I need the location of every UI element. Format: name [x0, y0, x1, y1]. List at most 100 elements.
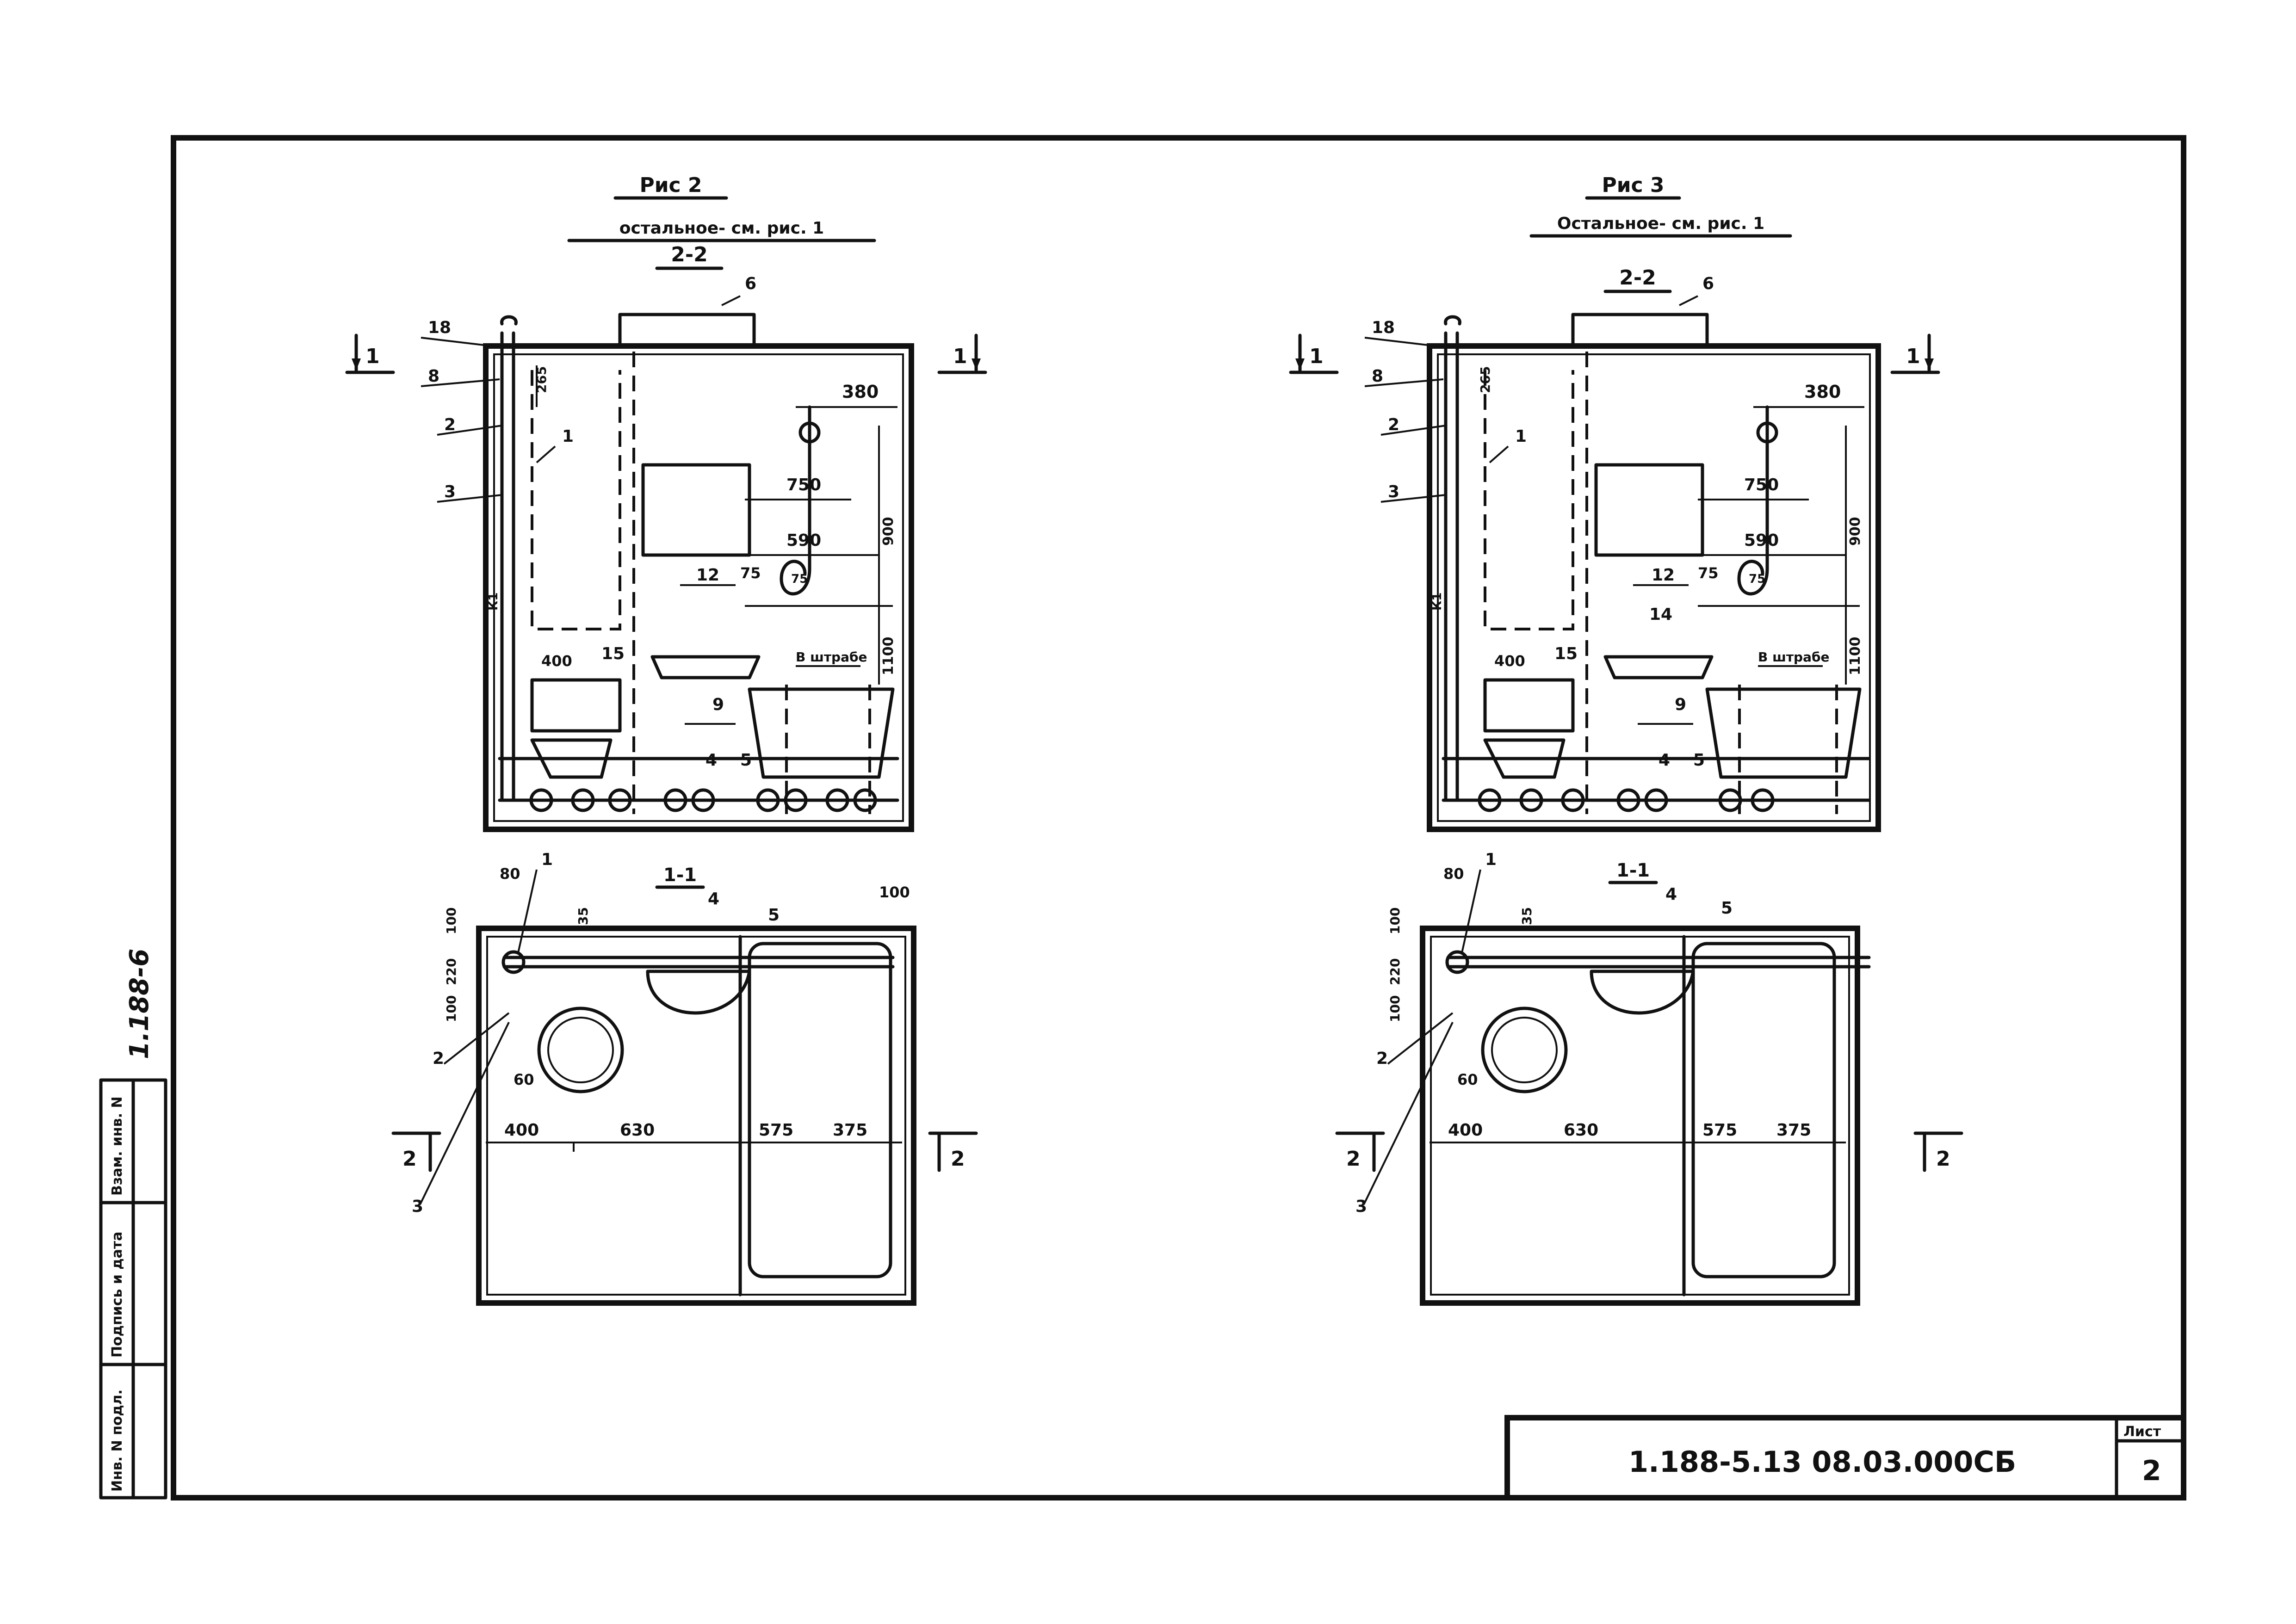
svg-text:100: 100 — [879, 883, 910, 901]
svg-text:100: 100 — [444, 908, 459, 934]
svg-text:2: 2 — [1346, 1147, 1361, 1171]
fig2-washbasin — [650, 655, 761, 679]
svg-text:2: 2 — [1376, 1049, 1388, 1068]
fig3-section-top: 2-2 — [1619, 266, 1656, 290]
fig3-dim-265: 265 — [1478, 366, 1493, 393]
svg-text:1: 1 — [1485, 850, 1497, 869]
fig2-dim-400: 400 — [541, 652, 572, 670]
svg-text:1: 1 — [562, 427, 574, 446]
fig3-washbasin — [1603, 655, 1714, 679]
svg-text:35: 35 — [1519, 907, 1535, 925]
svg-text:2: 2 — [951, 1147, 965, 1171]
fig2-toilet-tank — [530, 678, 622, 733]
svg-text:60: 60 — [514, 1071, 534, 1088]
svg-text:630: 630 — [620, 1121, 655, 1140]
svg-text:100: 100 — [444, 995, 459, 1022]
svg-text:80: 80 — [500, 865, 520, 883]
svg-text:630: 630 — [1564, 1121, 1598, 1140]
svg-text:18: 18 — [1372, 318, 1395, 337]
fig2-shtrace: В штрабе — [796, 649, 867, 665]
svg-text:4: 4 — [708, 889, 719, 908]
svg-text:4: 4 — [1659, 751, 1670, 770]
doc-code: 1.188-5.13 08.03.000СБ — [1628, 1445, 2016, 1479]
svg-text:6: 6 — [1702, 274, 1714, 293]
svg-text:1: 1 — [541, 850, 553, 869]
fig3-vent-box — [1571, 313, 1709, 348]
svg-text:15: 15 — [1554, 644, 1578, 663]
svg-text:220: 220 — [1387, 958, 1403, 985]
svg-text:5: 5 — [1721, 899, 1733, 918]
svg-text:1: 1 — [1515, 427, 1527, 446]
fig2-title: Рис 2 — [639, 173, 702, 197]
sheet-label: Лист — [2123, 1424, 2161, 1440]
fig3-section-plan: 1-1 — [1616, 860, 1650, 881]
svg-text:9: 9 — [1675, 695, 1686, 714]
svg-text:2: 2 — [402, 1147, 417, 1171]
fig3-elev-wall — [1427, 343, 1881, 832]
svg-text:2: 2 — [1388, 415, 1399, 434]
svg-text:12: 12 — [696, 566, 719, 585]
fig2-section-top: 2-2 — [671, 243, 708, 266]
sheet-frame — [171, 135, 2186, 1501]
svg-text:3: 3 — [444, 482, 456, 501]
svg-text:400: 400 — [1448, 1121, 1483, 1140]
fig2-vent-box — [618, 313, 756, 348]
fig2-k1: К1 — [487, 593, 501, 611]
svg-text:575: 575 — [759, 1121, 793, 1140]
fig3-dim-75a: 75 — [1698, 564, 1719, 582]
svg-text:375: 375 — [833, 1121, 867, 1140]
fig2-plan-wall — [476, 926, 916, 1306]
fig2-cut-1-left: 1 — [345, 333, 395, 374]
fig2-dim-750: 750 — [786, 475, 821, 494]
svg-text:14: 14 — [1649, 605, 1672, 624]
figure-2: Рис 2 остальное- см. рис. 1 2-2 1 1 — [345, 173, 987, 1306]
fig3-toilet-tank — [1483, 678, 1575, 733]
fig2-plan-basin — [646, 969, 751, 1015]
fig3-drain-fittings — [1478, 788, 1775, 812]
fig3-plan-wall — [1420, 926, 1860, 1306]
fig2-dim-900: 900 — [880, 517, 897, 546]
fig3-dim-590: 590 — [1744, 531, 1779, 550]
fig3-bathtub — [1705, 687, 1862, 779]
fig2-drain-fittings — [529, 788, 877, 812]
svg-text:5: 5 — [768, 906, 780, 925]
fig3-plan-basin — [1590, 969, 1695, 1015]
fig3-dim-750: 750 — [1744, 475, 1779, 494]
fig2-plan-bathtub — [748, 942, 892, 1278]
svg-text:8: 8 — [1372, 367, 1383, 386]
svg-text:2: 2 — [1936, 1147, 1950, 1171]
fig3-cut-1-left: 1 — [1289, 333, 1339, 374]
fig2-cut-1-right: 1 — [937, 333, 987, 374]
fig2-plan: 1-1 400 630 575 375 80 100 220 100 35 10… — [391, 850, 978, 1306]
svg-text:2: 2 — [433, 1049, 444, 1068]
svg-text:1: 1 — [1309, 345, 1324, 368]
fig2-dim-75a: 75 — [740, 564, 761, 582]
svg-text:12: 12 — [1652, 566, 1675, 585]
svg-text:35: 35 — [576, 907, 591, 925]
stamp-field-sign: Подпись и дата — [109, 1232, 125, 1358]
svg-text:1: 1 — [953, 345, 967, 368]
svg-text:4: 4 — [706, 751, 717, 770]
fig2-dim-590: 590 — [786, 531, 821, 550]
fig2-mirror — [641, 463, 751, 557]
svg-text:5: 5 — [1693, 751, 1705, 770]
svg-text:18: 18 — [428, 318, 451, 337]
fig3-plan-bathtub — [1691, 942, 1836, 1278]
stamp-field-inv: Инв. N подл. — [109, 1389, 125, 1492]
fig2-bathtub — [748, 687, 895, 779]
svg-text:220: 220 — [444, 958, 459, 985]
svg-text:4: 4 — [1665, 885, 1677, 904]
svg-text:80: 80 — [1443, 865, 1464, 883]
fig3-callouts: 18 8 2 3 1 6 12 14 15 9 4 5 — [1364, 274, 1714, 770]
svg-text:375: 375 — [1776, 1121, 1811, 1140]
fig3-dim-380: 380 — [1804, 382, 1841, 402]
svg-text:100: 100 — [1387, 995, 1403, 1022]
fig3-title: Рис 3 — [1602, 173, 1664, 197]
fig2-section-plan: 1-1 — [663, 864, 697, 886]
fig3-dim-400: 400 — [1494, 652, 1525, 670]
sheet-number: 2 — [2142, 1455, 2161, 1487]
fig3-shtrace: В штрабе — [1758, 649, 1830, 665]
svg-text:9: 9 — [712, 695, 724, 714]
